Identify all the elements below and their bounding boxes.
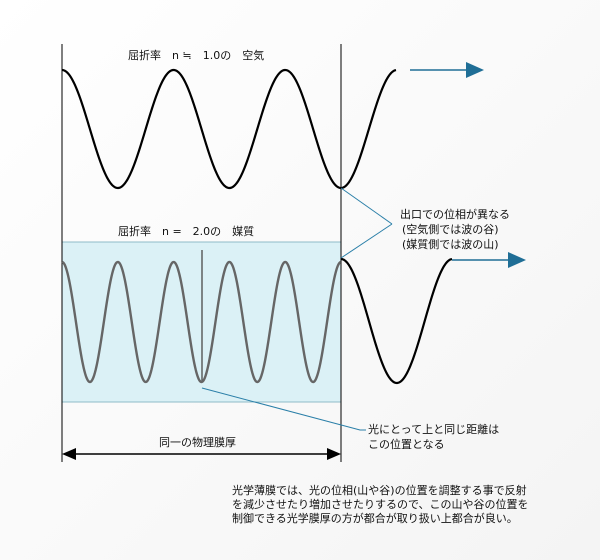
phase-note-line-3: (媒質側では波の山) xyxy=(402,238,499,251)
air-wave xyxy=(61,68,397,190)
film-medium-label: 屈折率 n = 2.0の 媒質 xyxy=(118,225,255,238)
thickness-label: 同一の物理膜厚 xyxy=(159,436,236,449)
distance-note-line-2: この位置となる xyxy=(368,438,445,451)
distance-note-line-1: 光にとって上と同じ距離は xyxy=(368,423,500,436)
medium-direction-arrow xyxy=(452,252,526,268)
exit-wave xyxy=(340,257,453,385)
phase-note-line-1: 出口での位相が異なる xyxy=(400,208,510,221)
phase-leader-lines xyxy=(340,187,393,259)
thickness-dimension-arrow xyxy=(62,448,341,460)
description-text: 光学薄膜では、光の位相(山や谷)の位置を調整する事で反射を減少させたり増加させた… xyxy=(232,484,529,525)
phase-note-line-2: (空気側では波の谷) xyxy=(402,223,499,236)
distance-leader-line xyxy=(201,387,366,431)
air-medium-label: 屈折率 n ≒ 1.0の 空気 xyxy=(128,49,265,62)
air-direction-arrow xyxy=(410,62,484,78)
film-wave xyxy=(61,260,342,384)
